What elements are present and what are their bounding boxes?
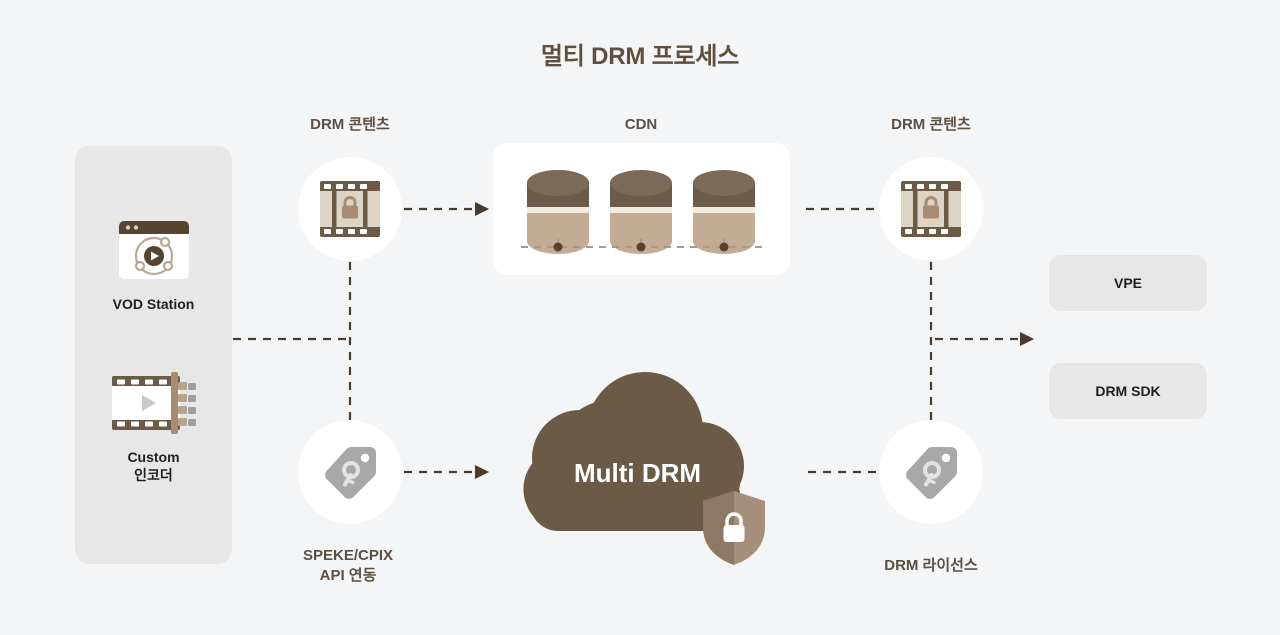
- page-title: 멀티 DRM 프로세스: [540, 43, 740, 70]
- node-drm-content-right[interactable]: [879, 157, 983, 261]
- cdn-nodes-group: [521, 170, 763, 254]
- vod-browser-play-icon: [118, 221, 189, 279]
- key-tag-icon: [325, 447, 376, 499]
- film-lock-icon: [320, 181, 380, 237]
- node-speke-cpix[interactable]: [298, 420, 402, 524]
- database-cylinder-icon: [527, 170, 589, 254]
- source-item-vod-station[interactable]: VOD Station: [75, 215, 232, 313]
- database-cylinder-icon: [610, 170, 672, 254]
- cloud-icon: [523, 372, 744, 531]
- film-encoder-icon: [111, 372, 196, 434]
- node-drm-license-label: DRM 라이선스: [884, 557, 978, 574]
- source-panel: [75, 146, 232, 564]
- node-drm-license[interactable]: [879, 420, 983, 524]
- key-tag-icon: [906, 447, 957, 499]
- film-lock-icon: [901, 181, 961, 237]
- source-item-label: Custom 인코더: [127, 449, 180, 484]
- node-speke-cpix-label: SPEKE/CPIX API 연동: [302, 547, 394, 585]
- column-caption-cdn: CDN: [624, 116, 658, 133]
- output-drm-sdk-label: DRM SDK: [1095, 383, 1161, 399]
- output-vpe[interactable]: VPE: [1049, 255, 1207, 311]
- node-drm-content-left[interactable]: [298, 157, 402, 261]
- column-caption-drm-content-left: DRM 콘텐츠: [310, 116, 390, 133]
- database-cylinder-icon: [693, 170, 755, 254]
- shield-lock-icon: [703, 491, 765, 565]
- source-item-custom-encoder[interactable]: Custom 인코더: [75, 368, 232, 484]
- output-vpe-label: VPE: [1113, 275, 1142, 291]
- source-item-label: VOD Station: [112, 296, 195, 312]
- column-caption-drm-content-right: DRM 콘텐츠: [891, 116, 971, 133]
- output-drm-sdk[interactable]: DRM SDK: [1049, 363, 1207, 419]
